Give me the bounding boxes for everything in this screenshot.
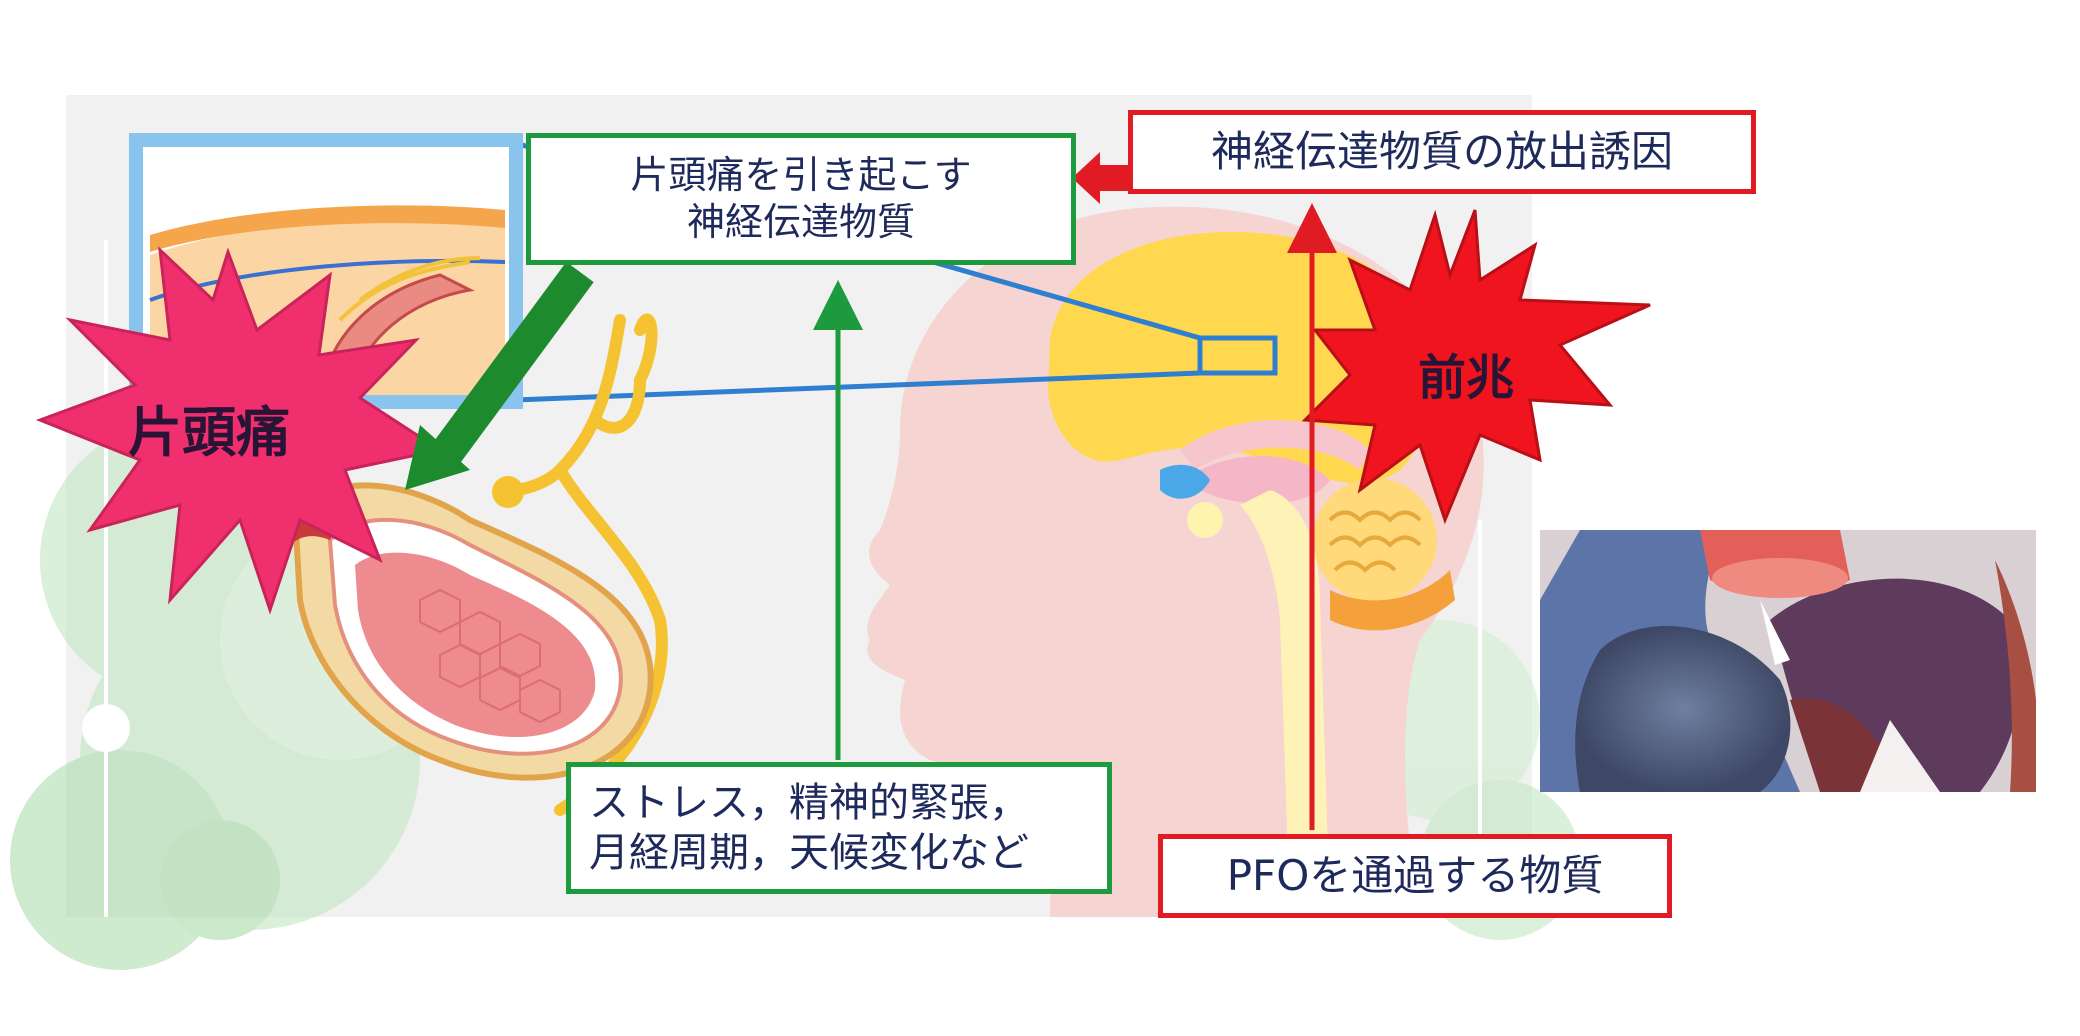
aura-label: 前兆 (1418, 350, 1515, 406)
zoom-line-lower (514, 370, 1201, 403)
neurotransmitter-line2: 神経伝達物質 (686, 200, 915, 244)
pituitary (1187, 502, 1223, 538)
migraine-burst (35, 246, 444, 615)
cerebellum-folds (1328, 510, 1422, 573)
orange-base (1330, 570, 1455, 631)
vessel-lumen (355, 552, 596, 738)
inset-orange-band (150, 205, 505, 252)
brain-blue-structure (1160, 464, 1210, 499)
brain-thalamus (1200, 456, 1330, 504)
pfo-substance-text: PFOを通過する物質 (1226, 850, 1604, 900)
stress-factors-line2: 月経周期，天候変化など (589, 830, 1029, 876)
aura-burst (1301, 209, 1651, 525)
pfo-substance-box: PFOを通過する物質 (1158, 834, 1672, 918)
migraine-label: 片頭痛 (128, 401, 290, 464)
nerve-ganglion (492, 476, 524, 508)
thick-green-arrow-shaft (431, 261, 594, 466)
neurotransmitter-line1: 片頭痛を引き起こす (630, 152, 972, 197)
trigger-release-box: 神経伝達物質の放出誘因 (1128, 110, 1756, 194)
stress-factors-box: ストレス，精神的緊張， 月経周期，天候変化など (566, 762, 1112, 894)
trigger-release-text: 神経伝達物質の放出誘因 (1210, 126, 1673, 176)
red-arrowhead-left (1072, 152, 1100, 204)
trigeminal-nerve (494, 313, 668, 816)
stress-factors-line1: ストレス，精神的緊張， (589, 780, 1029, 826)
cerebellum (1313, 478, 1437, 602)
brain-zoom-frame (1197, 335, 1278, 376)
thick-green-arrowhead (405, 425, 470, 490)
vessel-cell-pattern (419, 588, 561, 724)
brainstem (1240, 490, 1330, 917)
heart-illustration (1540, 530, 2036, 792)
brain-corpus-callosum (1180, 420, 1370, 470)
inset-nerve (338, 256, 481, 322)
neurotransmitter-box: 片頭痛を引き起こす 神経伝達物質 (526, 133, 1076, 265)
left-guide-dot (82, 704, 130, 752)
